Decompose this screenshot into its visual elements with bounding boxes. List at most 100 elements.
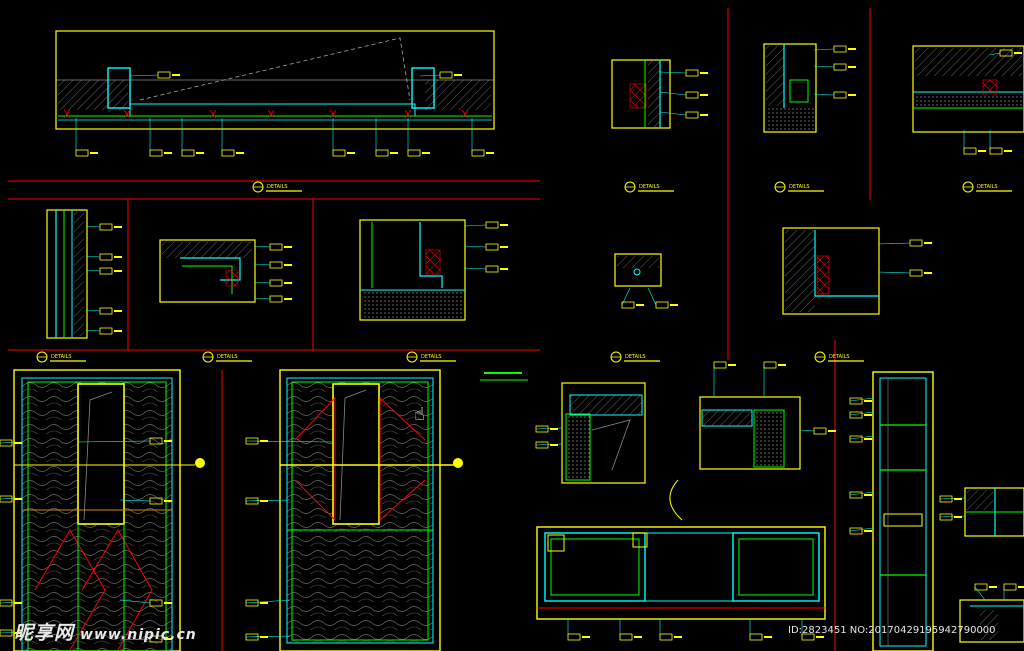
label-chip	[849, 527, 863, 535]
tall-cabinet-elevation	[872, 371, 934, 651]
label-dash	[764, 636, 772, 638]
label-chip	[269, 261, 283, 269]
label-chip	[245, 497, 259, 505]
label-dash	[284, 264, 292, 266]
label-dash	[670, 304, 678, 306]
label-chip	[999, 49, 1013, 57]
label-dash	[164, 602, 172, 604]
leader-line	[621, 287, 631, 306]
label-dash	[284, 246, 292, 248]
leader-line	[813, 93, 835, 96]
label-chip	[801, 633, 815, 641]
label-dash	[989, 586, 997, 588]
label-dash	[864, 530, 872, 532]
label-dash	[848, 94, 856, 96]
label-chip	[849, 491, 863, 499]
label-chip	[833, 91, 847, 99]
label-chip	[149, 599, 163, 607]
label-chip	[685, 91, 699, 99]
detail-tag-text: DETAILS	[267, 184, 288, 190]
label-dash	[848, 66, 856, 68]
door-elevation-1	[13, 369, 205, 651]
label-chip	[149, 635, 163, 643]
label-dash	[164, 638, 172, 640]
label-dash	[500, 224, 508, 226]
label-dash	[778, 364, 786, 366]
leader-line	[85, 329, 101, 332]
leader-line	[877, 271, 911, 274]
leader-line	[85, 269, 101, 272]
detail-tag-text: DETAILS	[829, 354, 850, 360]
label-chip	[535, 425, 549, 433]
label-dash	[700, 94, 708, 96]
scale-bar	[480, 372, 528, 381]
leader-line	[877, 242, 911, 245]
label-dash	[422, 152, 430, 154]
label-chip	[713, 361, 727, 369]
label-dash	[978, 150, 986, 152]
label-chip	[99, 327, 113, 335]
label-dash	[284, 282, 292, 284]
label-dash	[114, 310, 122, 312]
detail-wall-cap	[782, 227, 880, 315]
label-dash	[14, 498, 22, 500]
leader-line	[535, 443, 563, 446]
detail-wall-section-1	[611, 59, 671, 129]
leader-line	[253, 281, 271, 284]
label-chip	[974, 583, 988, 591]
label-chip	[181, 149, 195, 157]
label-chip	[99, 307, 113, 315]
leader-line	[799, 429, 815, 432]
leader-line	[419, 74, 441, 77]
label-chip	[485, 243, 499, 251]
label-dash	[636, 304, 644, 306]
label-chip	[1003, 583, 1017, 591]
label-chip	[535, 441, 549, 449]
detail-tag-text: DETAILS	[51, 354, 72, 360]
label-chip	[939, 513, 953, 521]
leader-line	[463, 224, 487, 227]
watermark-id: ID:2823451 NO:20170429195942790000	[788, 625, 996, 636]
label-dash	[700, 72, 708, 74]
label-chip	[375, 149, 389, 157]
label-chip	[0, 629, 13, 637]
label-chip	[685, 69, 699, 77]
label-chip	[99, 267, 113, 275]
label-chip	[485, 221, 499, 229]
leader-line	[253, 263, 271, 266]
detail-tag-text: DETAILS	[625, 354, 646, 360]
label-dash	[700, 114, 708, 116]
label-dash	[486, 152, 494, 154]
label-chip	[439, 71, 453, 79]
leader-line	[119, 638, 151, 641]
detail-cabinet-section-a	[561, 382, 646, 484]
label-chip	[833, 45, 847, 53]
leader-line	[849, 435, 874, 440]
leader-line	[647, 287, 657, 306]
door-elevation-2	[279, 369, 463, 651]
label-dash	[848, 48, 856, 50]
leader-line	[463, 267, 487, 270]
detail-tag-text: DETAILS	[421, 354, 442, 360]
label-dash	[924, 242, 932, 244]
detail-section-floor-recess	[55, 30, 495, 130]
label-dash	[14, 632, 22, 634]
label-chip	[685, 111, 699, 119]
label-dash	[864, 414, 872, 416]
leader-line	[85, 225, 101, 228]
label-chip	[909, 239, 923, 247]
detail-base-section	[359, 219, 466, 321]
label-chip	[567, 633, 581, 641]
label-dash	[114, 270, 122, 272]
label-chip	[963, 147, 977, 155]
label-chip	[813, 427, 827, 435]
leader-line	[535, 427, 563, 430]
leader-line	[85, 309, 101, 312]
label-chip	[939, 495, 953, 503]
label-dash	[1018, 586, 1024, 588]
label-dash	[864, 400, 872, 402]
label-dash	[924, 272, 932, 274]
leader-line	[659, 91, 687, 96]
